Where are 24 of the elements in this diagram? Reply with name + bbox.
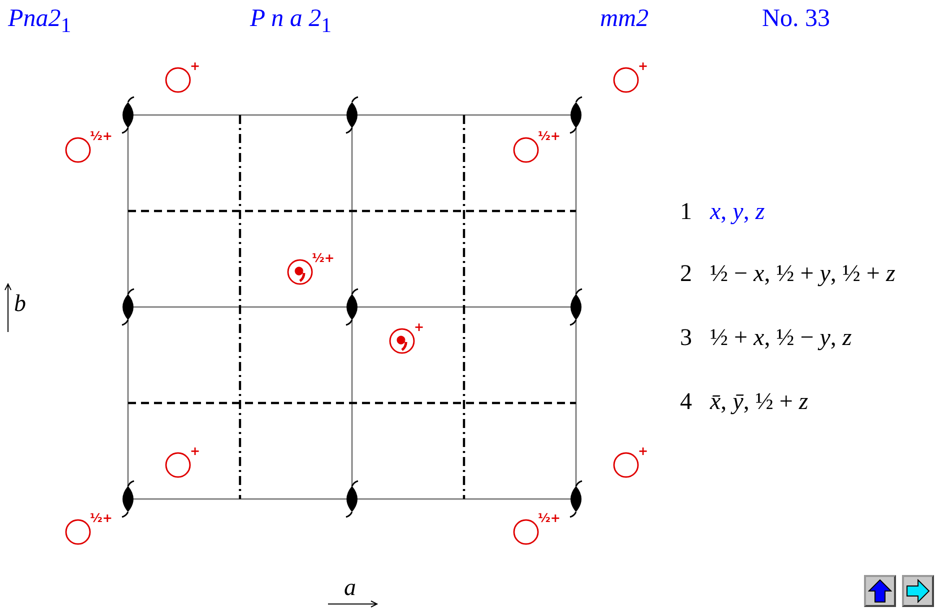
height-label: + — [190, 445, 200, 457]
operation-number: 3 — [680, 326, 692, 350]
height-label: ½+ — [312, 252, 334, 264]
operation-number: 4 — [680, 390, 692, 414]
space-group-symbol: Pna2$_{1}$ — [8, 6, 72, 36]
height-label: ½+ — [538, 512, 560, 524]
coordinate-triplet: ½ + x, ½ − y, z — [710, 326, 852, 350]
coordinate-triplet: x̄, ȳ, ½ + z — [710, 390, 808, 414]
height-label: + — [638, 445, 648, 457]
height-label: + — [190, 60, 200, 72]
height-label: + — [414, 321, 424, 333]
height-label: ½+ — [90, 130, 112, 142]
coordinate-triplet: x, y, z — [710, 200, 765, 224]
height-label: + — [638, 60, 648, 72]
height-label: ½+ — [538, 130, 560, 142]
point-group-symbol: mm2 — [600, 6, 649, 31]
full-symbol: P n a 2$_{1}$ — [250, 6, 332, 36]
height-label: ½+ — [90, 512, 112, 524]
operation-number: 2 — [680, 262, 692, 286]
coordinate-triplet: ½ − x, ½ + y, ½ + z — [710, 262, 896, 286]
axis-label: b — [14, 292, 26, 316]
axis-label: a — [344, 576, 356, 600]
space-group-number: No. 33 — [762, 6, 830, 31]
operation-number: 1 — [680, 200, 692, 224]
